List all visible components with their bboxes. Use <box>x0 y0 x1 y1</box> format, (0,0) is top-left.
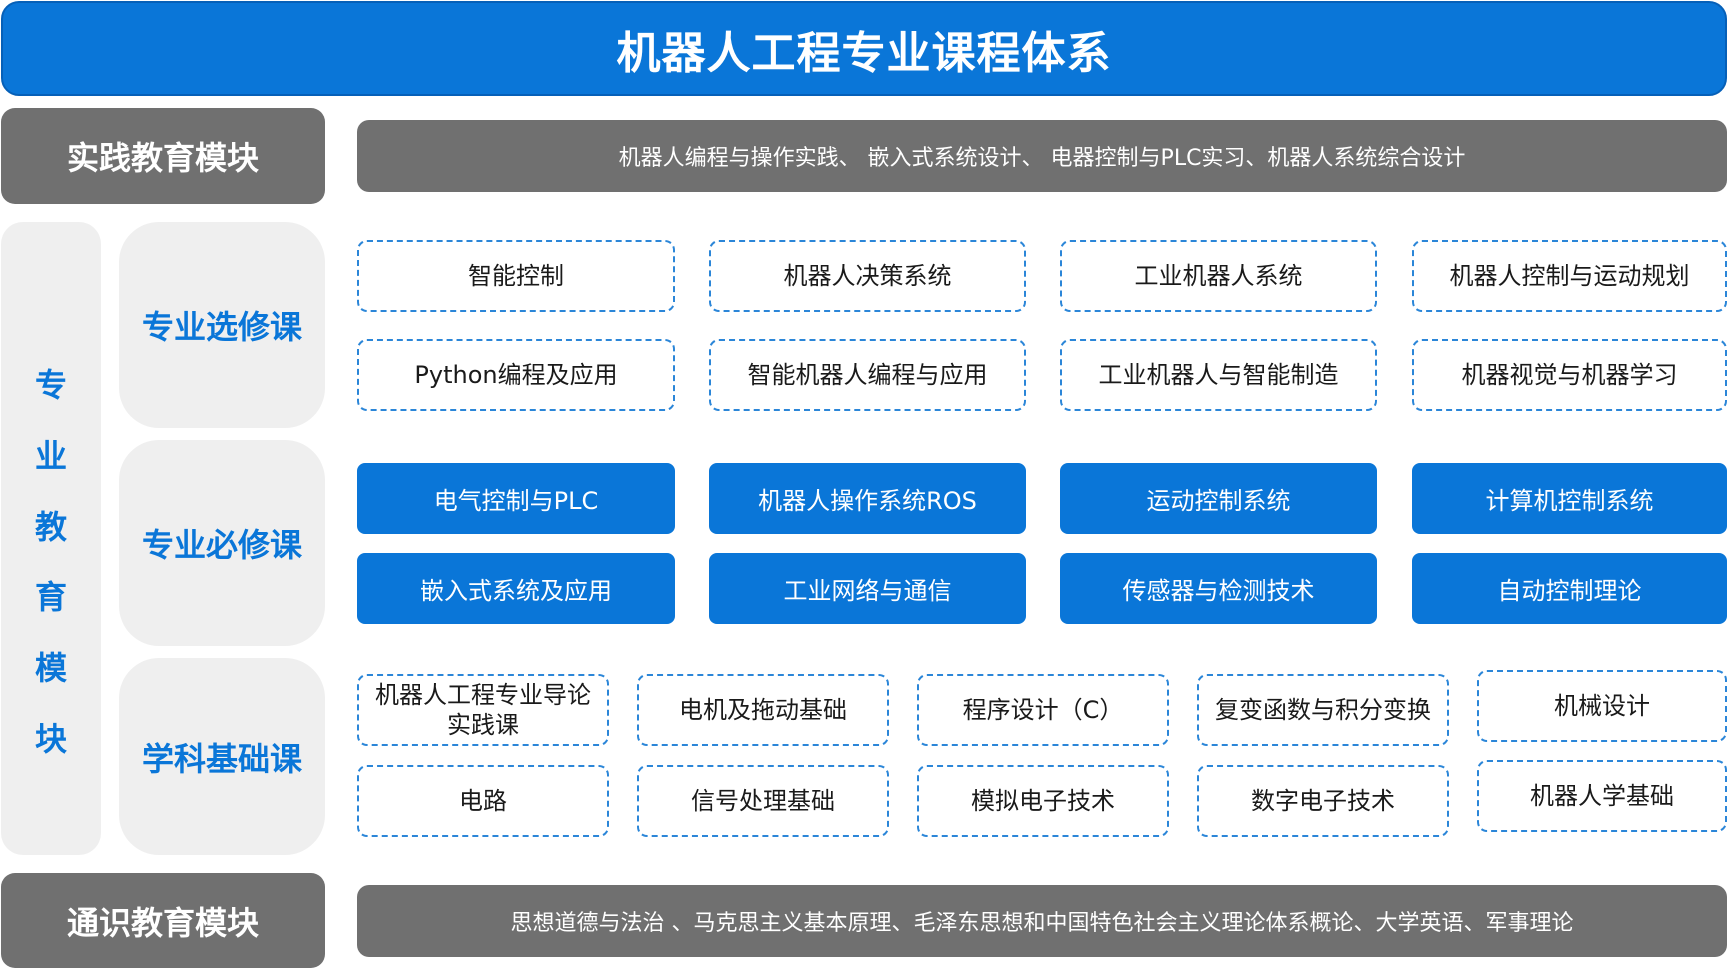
elective-course: Python编程及应用 <box>357 339 675 411</box>
major-label-char: 模 <box>34 649 67 688</box>
elective-course: 工业机器人系统 <box>1060 240 1377 312</box>
general-courses: 思想道德与法治 、马克思主义基本原理、毛泽东思想和中国特色社会主义理论体系概论、… <box>357 885 1727 957</box>
foundation-course: 机器人工程专业导论实践课 <box>357 674 609 746</box>
required-course: 自动控制理论 <box>1412 553 1727 624</box>
major-label-char: 教 <box>34 507 67 546</box>
foundation-course: 机器人学基础 <box>1477 760 1727 832</box>
required-course: 传感器与检测技术 <box>1060 553 1377 624</box>
required-course: 电气控制与PLC <box>357 463 675 534</box>
foundation-course: 数字电子技术 <box>1197 765 1449 837</box>
foundation-label: 学科基础课 <box>119 658 325 855</box>
foundation-course: 模拟电子技术 <box>917 765 1169 837</box>
foundation-course: 电路 <box>357 765 609 837</box>
foundation-course: 信号处理基础 <box>637 765 889 837</box>
major-label-char: 业 <box>34 436 67 475</box>
elective-course: 机器视觉与机器学习 <box>1412 339 1727 411</box>
required-course: 嵌入式系统及应用 <box>357 553 675 624</box>
major-module-panel <box>1 222 101 855</box>
practice-module-label: 实践教育模块 <box>1 108 325 204</box>
elective-course: 智能控制 <box>357 240 675 312</box>
foundation-course: 机械设计 <box>1477 670 1727 742</box>
elective-course: 机器人决策系统 <box>709 240 1026 312</box>
required-label: 专业必修课 <box>119 440 325 646</box>
foundation-course: 复变函数与积分变换 <box>1197 674 1449 746</box>
elective-label: 专业选修课 <box>119 222 325 428</box>
required-course: 工业网络与通信 <box>709 553 1026 624</box>
foundation-course: 电机及拖动基础 <box>637 674 889 746</box>
major-label-char: 育 <box>34 578 67 617</box>
elective-course: 工业机器人与智能制造 <box>1060 339 1377 411</box>
required-course: 运动控制系统 <box>1060 463 1377 534</box>
elective-course: 机器人控制与运动规划 <box>1412 240 1727 312</box>
major-module-label: 专 业 教 育 模 块 <box>1 360 101 760</box>
required-course: 机器人操作系统ROS <box>709 463 1026 534</box>
page-title: 机器人工程专业课程体系 <box>1 1 1727 96</box>
required-course: 计算机控制系统 <box>1412 463 1727 534</box>
practice-courses: 机器人编程与操作实践、 嵌入式系统设计、 电器控制与PLC实习、机器人系统综合设… <box>357 120 1727 192</box>
elective-course: 智能机器人编程与应用 <box>709 339 1026 411</box>
general-module-label: 通识教育模块 <box>1 873 325 968</box>
major-label-char: 专 <box>34 366 67 404</box>
major-label-char: 块 <box>34 719 67 758</box>
foundation-course: 程序设计（C） <box>917 674 1169 746</box>
